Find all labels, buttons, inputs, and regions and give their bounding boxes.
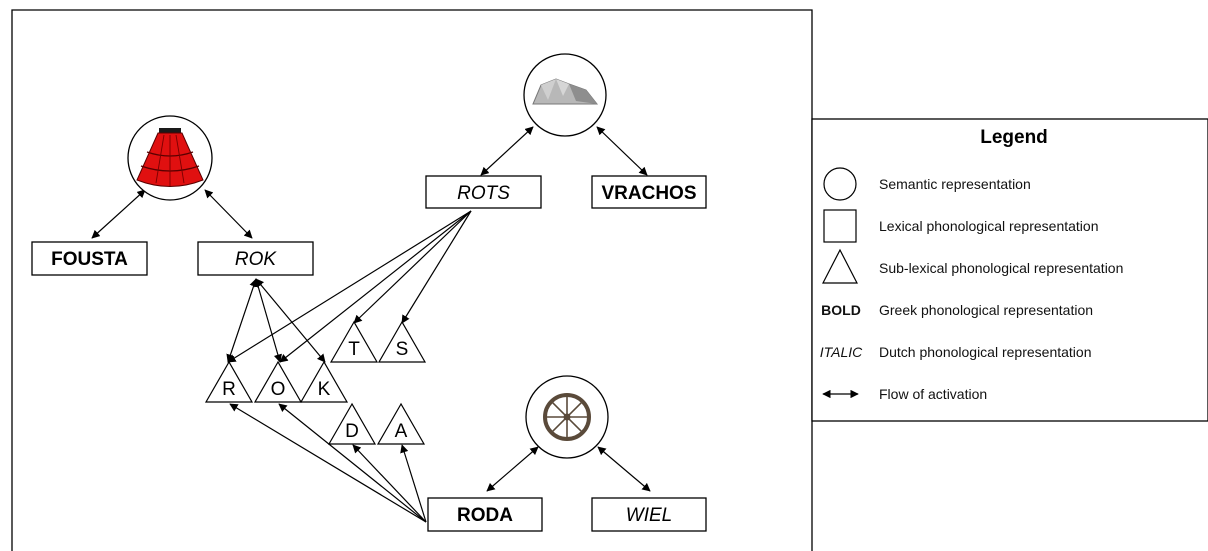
semantic-node-wheel (525, 375, 609, 459)
sublexical-label-s: S (396, 339, 409, 360)
legend-item-sublexical: Sub-lexical phonological representation (822, 248, 1123, 284)
lexical-node-rots: ROTS (425, 175, 542, 209)
triangle-symbol-icon (822, 248, 858, 284)
circle-symbol-icon (823, 167, 857, 201)
sublexical-node-s: S (377, 320, 427, 363)
sublexical-label-k: K (318, 379, 331, 400)
lexical-node-rok: ROK (197, 241, 314, 276)
diagram-frame (11, 9, 813, 551)
legend-item-activation: Flow of activation (822, 386, 987, 402)
legend-label-activation: Flow of activation (879, 386, 987, 402)
arrow-rok-o (254, 278, 282, 363)
lexical-label-rots: ROTS (457, 183, 510, 204)
lexical-label-roda: RODA (457, 505, 513, 526)
lexical-label-wiel: WIEL (626, 505, 672, 526)
red-skirt-icon (136, 128, 204, 187)
rock-icon (532, 78, 599, 105)
arrow-wheel-wiel (597, 446, 651, 492)
lexical-label-rok: ROK (235, 249, 278, 270)
sublexical-node-a: A (376, 402, 426, 445)
legend-label-sublexical: Sub-lexical phonological representation (879, 260, 1123, 276)
sublexical-label-a: A (395, 421, 408, 442)
legend-label-greek: Greek phonological representation (879, 302, 1093, 318)
sublexical-label-o: O (271, 379, 286, 400)
semantic-node-rock (523, 53, 607, 137)
sublexical-node-d: D (327, 402, 377, 445)
lexical-label-fousta: FOUSTA (51, 249, 128, 270)
arrow-wheel-roda (486, 446, 539, 492)
arrow-rots-t (353, 210, 472, 324)
legend-label-semantic: Semantic representation (879, 176, 1031, 192)
semantic-node-skirt (127, 115, 213, 201)
arrow-rots-s (401, 210, 472, 324)
arrow-roda-r (229, 403, 427, 523)
arrow-rots-o (279, 210, 472, 363)
sublexical-node-o: O (253, 360, 303, 403)
square-symbol-icon (823, 209, 857, 243)
arrow-rok-r (226, 278, 258, 363)
sublexical-node-r: R (204, 360, 254, 403)
arrow-rok-k (255, 278, 326, 363)
sublexical-label-t: T (348, 339, 360, 360)
lexical-node-wiel: WIEL (591, 497, 707, 532)
wheel-icon (543, 393, 591, 441)
arrow-roda-d (352, 444, 427, 523)
legend: Legend Semantic representation Lexical p… (811, 118, 1208, 422)
arrow-rock-vrachos (596, 126, 648, 176)
sublexical-label-d: D (345, 421, 359, 442)
arrow-skirt-rok (204, 189, 253, 239)
sublexical-node-k: K (299, 360, 349, 403)
activation-arrows (91, 126, 651, 523)
legend-symbol-bold: BOLD (821, 302, 861, 318)
lexical-node-fousta: FOUSTA (31, 241, 148, 276)
legend-item-lexical: Lexical phonological representation (823, 209, 1098, 243)
legend-title: Legend (980, 127, 1048, 148)
legend-item-greek: BOLD Greek phonological representation (821, 302, 1093, 318)
legend-label-lexical: Lexical phonological representation (879, 218, 1098, 234)
arrow-roda-a (400, 444, 427, 523)
arrow-roda-o (278, 403, 427, 523)
legend-item-dutch: ITALIC Dutch phonological representation (820, 344, 1092, 360)
lexical-node-roda: RODA (427, 497, 543, 532)
lexical-label-vrachos: VRACHOS (601, 183, 696, 204)
lexical-node-vrachos: VRACHOS (591, 175, 707, 209)
sublexical-label-r: R (222, 379, 236, 400)
legend-item-semantic: Semantic representation (823, 167, 1031, 201)
arrow-rock-rots (480, 126, 534, 176)
arrow-skirt-fousta (91, 189, 146, 239)
legend-symbol-italic: ITALIC (820, 344, 863, 360)
sublexical-node-t: T (329, 320, 379, 363)
legend-label-dutch: Dutch phonological representation (879, 344, 1091, 360)
arrow-rots-r (227, 210, 472, 363)
